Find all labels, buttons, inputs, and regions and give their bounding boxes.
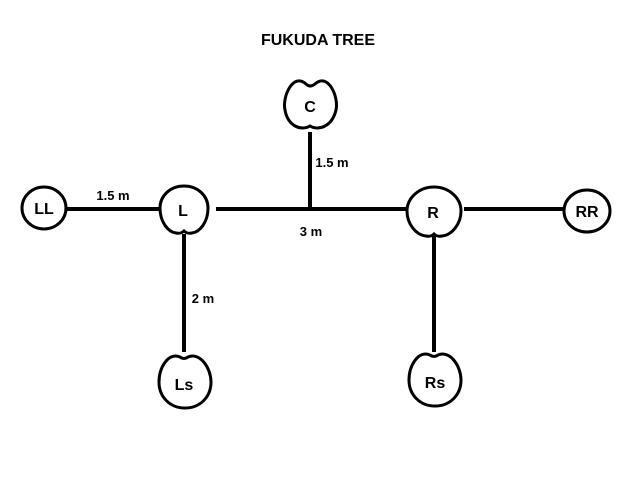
node-rr: RR xyxy=(562,188,612,234)
node-c-label: C xyxy=(304,99,316,116)
edge-label-junction-c: 1.5 m xyxy=(315,155,348,170)
node-l-label: L xyxy=(178,203,188,220)
edges xyxy=(65,132,565,352)
node-r-label: R xyxy=(427,205,439,222)
node-rs-shape xyxy=(407,352,463,408)
node-c: C xyxy=(283,79,338,130)
node-ls: Ls xyxy=(157,354,213,410)
edge-label-l-ls: 2 m xyxy=(192,291,214,306)
node-rs-label: Rs xyxy=(425,375,446,392)
node-rr-label: RR xyxy=(575,204,599,221)
node-ll-shape xyxy=(20,185,68,231)
diagram-title: FUKUDA TREE xyxy=(261,32,375,49)
nodes: C L R LL RR Ls Rs xyxy=(20,79,612,410)
node-l: L xyxy=(158,184,210,235)
node-ls-shape xyxy=(157,354,213,410)
node-rs: Rs xyxy=(407,352,463,408)
node-r-shape xyxy=(405,185,463,238)
edge-labels: 1.5 m 3 m 1.5 m 2 m xyxy=(96,155,348,306)
node-l-shape xyxy=(158,184,210,235)
edge-label-l-r: 3 m xyxy=(300,224,322,239)
node-r: R xyxy=(405,185,463,238)
node-ll-label: LL xyxy=(34,201,54,218)
node-ll: LL xyxy=(20,185,68,231)
node-c-shape xyxy=(283,79,338,130)
node-ls-label: Ls xyxy=(175,377,194,394)
edge-label-ll-l: 1.5 m xyxy=(96,188,129,203)
node-rr-shape xyxy=(562,188,612,234)
